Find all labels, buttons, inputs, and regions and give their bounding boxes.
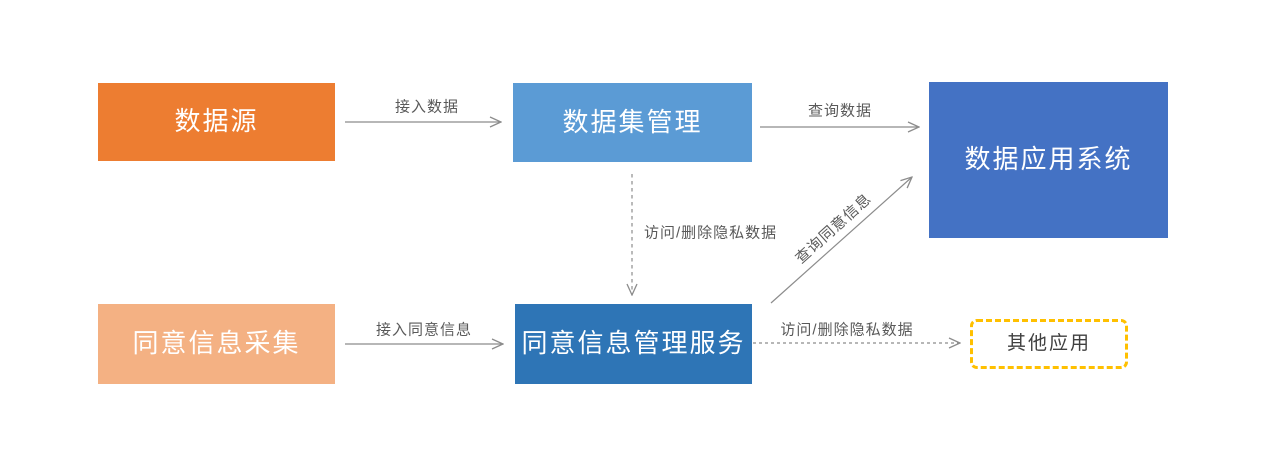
edge-label-query-consent: 查询同意信息 xyxy=(792,190,876,268)
node-other-applications: 其他应用 xyxy=(970,319,1128,369)
edge-label-access-delete-private-2: 访问/删除隐私数据 xyxy=(780,321,914,339)
node-data-source-label: 数据源 xyxy=(174,106,259,137)
node-other-applications-label: 其他应用 xyxy=(1006,332,1091,354)
edge-label-query-data: 查询数据 xyxy=(807,102,873,120)
node-consent-info-collection: 同意信息采集 xyxy=(98,304,335,384)
node-dataset-management: 数据集管理 xyxy=(513,83,752,162)
edge-query-consent-line xyxy=(770,177,912,304)
node-data-application-system-label: 数据应用系统 xyxy=(964,144,1133,175)
node-consent-info-management-service: 同意信息管理服务 xyxy=(515,304,752,384)
node-data-source: 数据源 xyxy=(98,83,335,161)
node-consent-info-collection-label: 同意信息采集 xyxy=(132,328,301,359)
edge-label-access-delete-private: 访问/删除隐私数据 xyxy=(644,224,778,242)
node-consent-info-management-service-label: 同意信息管理服务 xyxy=(521,328,746,359)
edge-label-ingest-data: 接入数据 xyxy=(394,98,460,116)
edge-label-ingest-consent: 接入同意信息 xyxy=(375,321,473,339)
node-dataset-management-label: 数据集管理 xyxy=(562,106,703,137)
node-data-application-system: 数据应用系统 xyxy=(929,82,1168,238)
